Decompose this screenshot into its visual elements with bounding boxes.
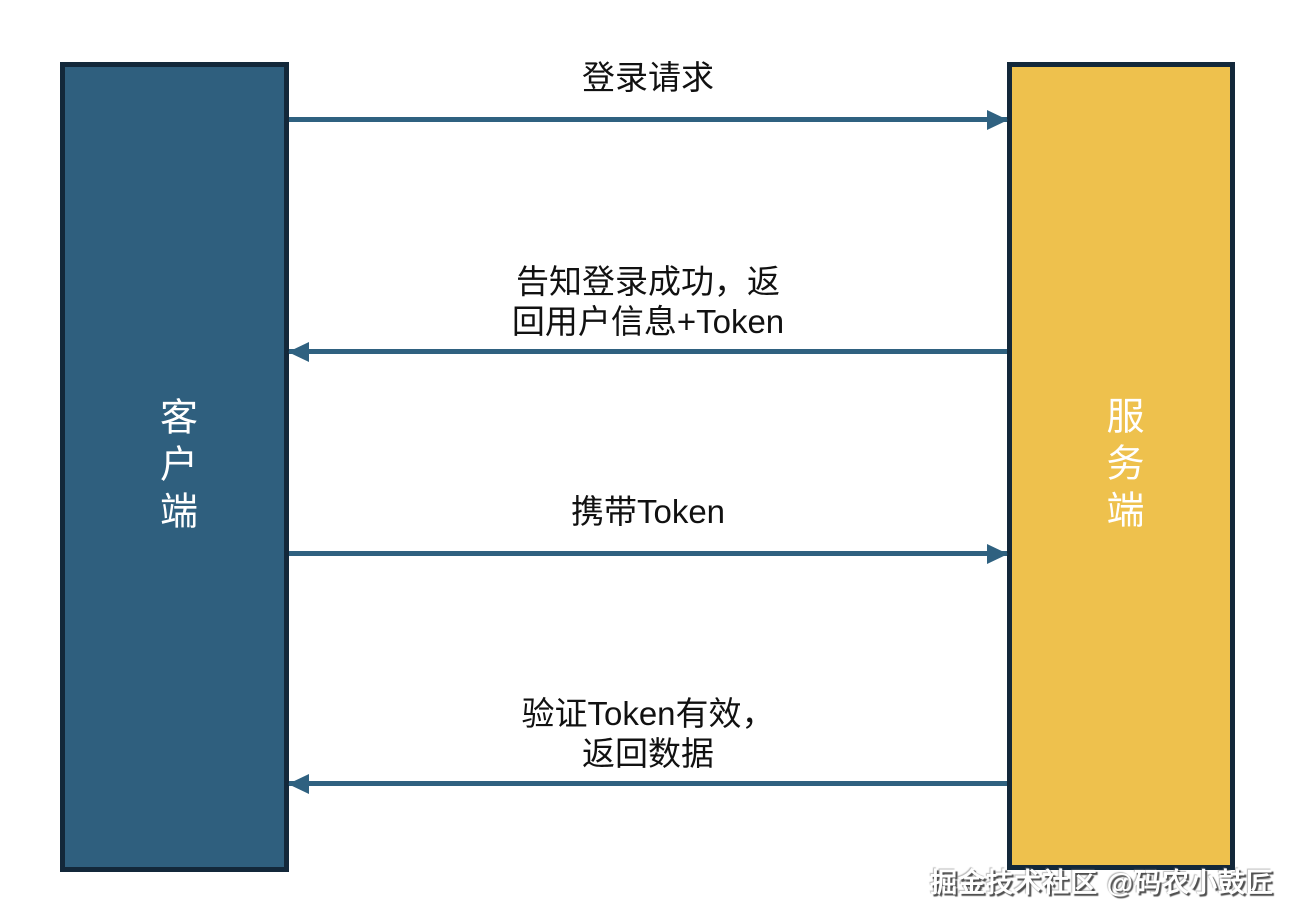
message-line: 验证Token有效， <box>521 695 775 732</box>
message-label-login-success-token: 告知登录成功，返 回用户信息+Token <box>289 262 1007 342</box>
message-line: 返回数据 <box>582 735 714 772</box>
arrow-login-request <box>289 109 1008 130</box>
message-line: 携带Token <box>570 493 726 530</box>
message-label-carry-token: 携带Token <box>289 492 1007 532</box>
actor-server-label: 服务端 <box>1100 395 1142 537</box>
message-label-login-request: 登录请求 <box>289 58 1007 98</box>
arrow-login-success-token <box>288 341 1007 362</box>
actor-server: 服务端 <box>1007 62 1235 870</box>
arrowhead-right-icon <box>987 109 1008 130</box>
actor-client-label: 客户端 <box>153 396 196 538</box>
arrow-verify-token-return-data <box>288 773 1007 794</box>
arrow-carry-token <box>289 543 1008 564</box>
watermark: 掘金技术社区 @码农小鼓匠 <box>930 868 1274 898</box>
message-label-verify-token-return-data: 验证Token有效， 返回数据 <box>289 694 1007 774</box>
arrowhead-left-icon <box>288 773 309 794</box>
message-line: 告知登录成功，返 <box>516 263 780 300</box>
arrowhead-right-icon <box>987 543 1008 564</box>
actor-client: 客户端 <box>60 62 289 872</box>
arrowhead-left-icon <box>288 341 309 362</box>
message-line: 登录请求 <box>582 59 714 96</box>
message-line: 回用户信息+Token <box>511 303 785 340</box>
